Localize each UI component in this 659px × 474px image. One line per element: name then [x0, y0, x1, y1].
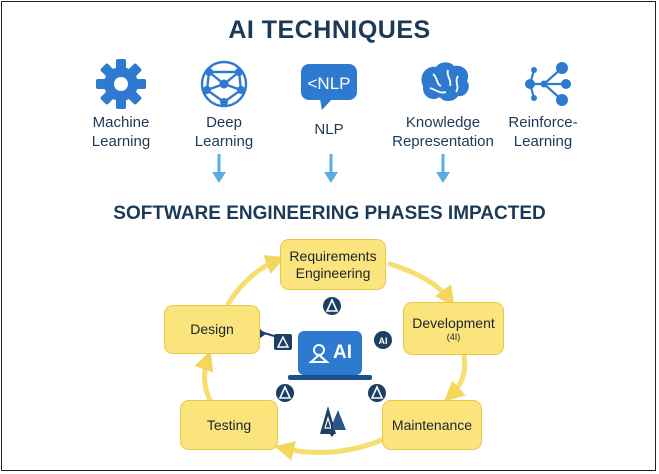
phase-testing: Testing — [180, 400, 278, 450]
cycle-arrow-dev-to-maint — [444, 353, 468, 402]
cycle-arrow-req-to-dev — [387, 261, 455, 307]
technique-reinforce-learning: Reinforce- Learning — [478, 56, 608, 151]
phase-sublabel: (4I) — [446, 331, 461, 342]
nlp-speech-bubble-icon: <NLP — [301, 64, 357, 110]
phase-development: Development (4I) — [403, 302, 504, 355]
technique-label: Reinforce- Learning — [508, 114, 578, 150]
cycle-arrow-test-to-design — [194, 350, 214, 403]
diagram-title: AI TECHNIQUES — [228, 16, 431, 44]
ai-core-laptop: AI — [298, 331, 362, 375]
technique-label: Knowledge Representation — [392, 114, 494, 150]
phase-label: Maintenance — [391, 416, 473, 433]
brain-icon — [421, 62, 469, 101]
ai-core-label: AI — [333, 342, 352, 363]
down-arrow-icon — [436, 154, 450, 183]
phase-label: Development — [412, 314, 495, 331]
svg-text:AI: AI — [379, 336, 388, 346]
laptop-base — [288, 375, 372, 380]
robot-head-icon — [308, 344, 330, 363]
ai-cluster-icon — [320, 406, 346, 437]
technique-label: NLP — [314, 121, 344, 138]
nlp-bubble-text: <NLP — [308, 74, 351, 93]
phase-requirements-engineering: Requirements Engineering — [280, 239, 386, 290]
ai-badge-icon — [323, 297, 341, 315]
ai-badge-icon — [368, 384, 386, 402]
neural-network-icon — [200, 60, 248, 108]
phase-label: Requirements Engineering — [289, 247, 377, 281]
phase-label: Testing — [206, 416, 252, 433]
phase-label: Design — [190, 321, 234, 337]
network-nodes-icon — [525, 62, 571, 106]
cycle-arrow-design-to-req — [225, 255, 286, 307]
ai-arrow-badge-icon — [260, 329, 292, 350]
phases-title: SOFTWARE ENGINEERING PHASES IMPACTED — [113, 203, 546, 224]
ai-badge-icon — [276, 384, 294, 402]
phase-design: Design — [164, 305, 260, 354]
technique-deep-learning: Deep Learning — [159, 56, 289, 151]
ai-badge-icon: AI — [374, 331, 392, 349]
down-arrow-icon — [212, 154, 226, 183]
technique-machine-learning: Machine Learning — [56, 56, 186, 151]
cycle-arrow-maint-to-test — [274, 437, 385, 461]
gear-icon — [96, 59, 146, 109]
technique-label: Deep Learning — [194, 114, 254, 150]
down-arrow-icon — [324, 154, 338, 183]
technique-knowledge-representation: Knowledge Representation — [378, 56, 508, 151]
technique-label: Machine Learning — [91, 114, 151, 150]
technique-nlp: <NLP NLP — [264, 56, 394, 139]
phase-maintenance: Maintenance — [382, 400, 482, 450]
